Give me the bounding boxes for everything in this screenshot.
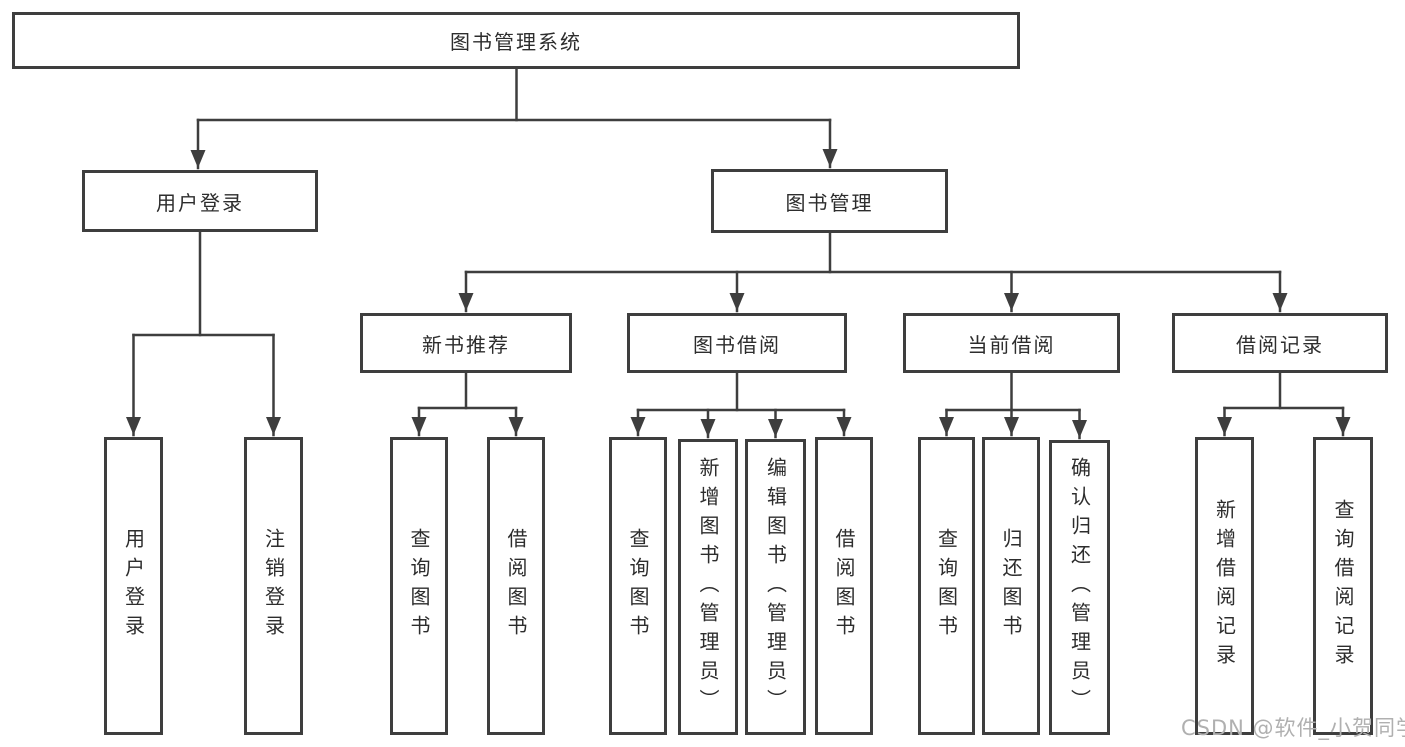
leaf-current-return-books-label: 归还图书 [999, 528, 1023, 644]
leaf-user-login: 用户登录 [104, 437, 163, 735]
node-new-book-recommend: 新书推荐 [360, 313, 572, 373]
leaf-borrowing-add-books-admin: 新增图书（管理员） [678, 439, 738, 735]
node-book-management-label: 图书管理 [785, 190, 874, 215]
leaf-borrowing-add-books-admin-label: 新增图书（管理员） [696, 456, 720, 718]
node-current-borrowing-label: 当前借阅 [967, 332, 1056, 357]
leaf-current-return-books: 归还图书 [982, 437, 1040, 735]
node-book-management: 图书管理 [711, 169, 948, 233]
leaf-borrowing-query-books: 查询图书 [609, 437, 667, 735]
node-library-system: 图书管理系统 [12, 12, 1020, 69]
leaf-records-add-borrow-record-label: 新增借阅记录 [1212, 499, 1237, 673]
leaf-records-query-borrow-record: 查询借阅记录 [1313, 437, 1373, 735]
leaf-logout-label: 注销登录 [261, 528, 286, 644]
node-library-system-label: 图书管理系统 [450, 30, 582, 54]
leaf-current-confirm-return-admin: 确认归还（管理员） [1049, 440, 1110, 735]
node-book-borrowing-label: 图书借阅 [693, 332, 781, 357]
csdn-watermark: CSDN @软件_小贺同学 [1181, 716, 1405, 740]
leaf-user-login-label: 用户登录 [121, 528, 146, 644]
node-book-borrowing: 图书借阅 [627, 313, 847, 373]
leaf-records-add-borrow-record: 新增借阅记录 [1195, 437, 1254, 735]
leaf-recommend-query-books: 查询图书 [390, 437, 448, 735]
node-user-login-branch: 用户登录 [82, 170, 318, 232]
leaf-borrowing-query-books-label: 查询图书 [626, 528, 650, 644]
leaf-borrowing-edit-books-admin: 编辑图书（管理员） [745, 439, 806, 735]
leaf-recommend-query-books-label: 查询图书 [407, 528, 431, 644]
leaf-recommend-borrow-books-label: 借阅图书 [504, 528, 528, 644]
leaf-current-confirm-return-admin-label: 确认归还（管理员） [1067, 457, 1092, 718]
leaf-borrowing-borrow-books: 借阅图书 [815, 437, 873, 735]
node-user-login-branch-label: 用户登录 [156, 190, 244, 215]
leaf-current-query-books: 查询图书 [918, 437, 975, 735]
leaf-records-query-borrow-record-label: 查询借阅记录 [1331, 499, 1355, 673]
leaf-current-query-books-label: 查询图书 [934, 528, 959, 644]
node-new-book-recommend-label: 新书推荐 [422, 332, 510, 357]
leaf-logout: 注销登录 [244, 437, 303, 735]
node-borrow-records-label: 借阅记录 [1236, 332, 1324, 357]
leaf-borrowing-borrow-books-label: 借阅图书 [832, 528, 856, 644]
leaf-borrowing-edit-books-admin-label: 编辑图书（管理员） [763, 456, 788, 718]
node-current-borrowing: 当前借阅 [903, 313, 1120, 373]
node-borrow-records: 借阅记录 [1172, 313, 1388, 373]
leaf-recommend-borrow-books: 借阅图书 [487, 437, 545, 735]
